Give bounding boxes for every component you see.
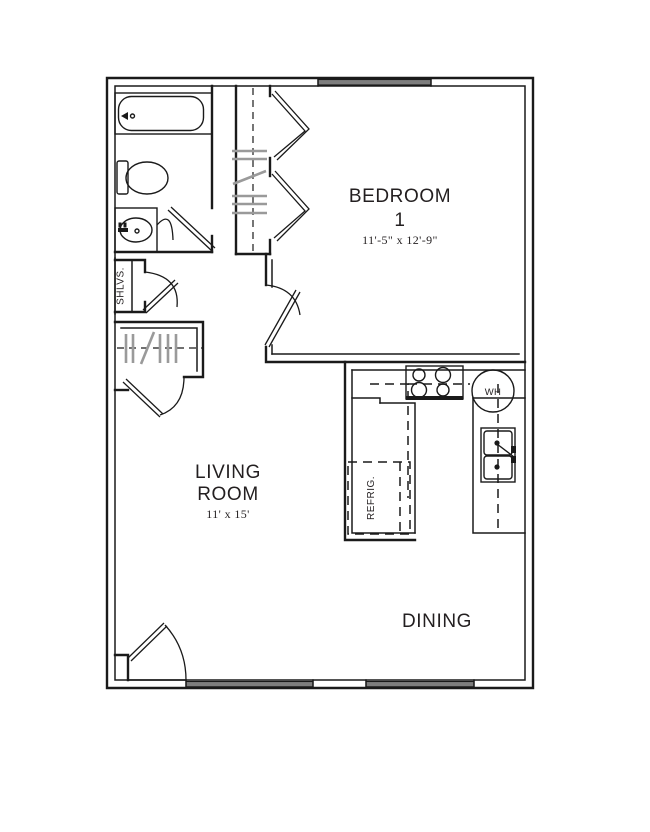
vanity-counter — [114, 207, 158, 253]
exterior-wall-outer — [105, 76, 535, 690]
burner-back-right — [434, 366, 452, 384]
bedroom-door-leaf — [264, 289, 297, 346]
bedroom-closet — [232, 84, 310, 256]
water-heater: WH — [471, 369, 515, 413]
vanity-sink — [114, 207, 158, 253]
kitchen-counter-return — [351, 397, 381, 404]
toilet-tank — [116, 160, 129, 195]
linen-closet-door-arc — [144, 271, 178, 308]
hanging-clothes-symbol — [124, 331, 178, 365]
entry-door-leaf — [127, 622, 165, 659]
living-room-dimensions: 11' x 15' — [206, 507, 249, 521]
coat-closet-door-arc — [159, 376, 185, 416]
bathtub-basin — [117, 95, 205, 132]
living-room-name-line2: ROOM — [197, 484, 259, 505]
coat-closet — [113, 320, 205, 418]
bedroom-south-wall — [264, 345, 527, 364]
bedroom-name: BEDROOM — [349, 186, 451, 207]
dining-name: DINING — [402, 611, 472, 632]
linen-closet: SHLVS. — [113, 258, 179, 314]
range-front-bar — [406, 396, 463, 400]
exterior-wall-inner — [114, 85, 526, 681]
bifold-upper-leaf — [271, 93, 306, 158]
bathtub — [114, 92, 213, 135]
bathroom — [113, 84, 216, 254]
bathroom-door-leaf-edge — [170, 206, 216, 249]
bedroom-dimensions: 11'-5" x 12'-9" — [362, 233, 438, 247]
entry-door-leaf-edge — [130, 625, 168, 662]
coat-closet-walls — [113, 320, 205, 379]
entry-door-arc — [164, 624, 187, 681]
bifold-upper-leaf-edge — [274, 90, 310, 161]
bathtub-drain — [129, 113, 136, 119]
bifold-lower-leaf-edge — [274, 170, 310, 242]
toilet — [116, 160, 169, 195]
vanity-drain — [134, 228, 140, 234]
coat-closet-door[interactable] — [122, 376, 185, 418]
south-wall-windows — [185, 679, 475, 689]
bedroom-window — [317, 77, 432, 87]
linen-closet-door[interactable] — [142, 271, 179, 314]
bedroom-hanging-clothes-symbol — [232, 149, 267, 215]
refrigerator: REFRIG. — [347, 461, 411, 535]
burner-back-left — [412, 368, 426, 382]
linen-closet-door-leaf-edge — [145, 282, 179, 314]
coat-closet-inner-wall — [120, 327, 198, 372]
bedroom-number: 1 — [394, 210, 405, 231]
window-glazing-living — [185, 680, 314, 688]
entry-door[interactable] — [113, 622, 187, 682]
bedroom-walls — [264, 252, 527, 364]
bedroom-door-arc — [265, 284, 301, 316]
sink-outline — [480, 427, 516, 483]
living-room-name-line1: LIVING — [195, 462, 261, 483]
coat-closet-door-leaf-edge — [122, 381, 161, 418]
water-heater-label: WH — [485, 387, 501, 398]
linen-closet-door-leaf — [142, 279, 176, 311]
sink-handle-right — [511, 456, 516, 463]
bedroom-closet-bifold-upper[interactable] — [271, 90, 310, 161]
shelves-label: SHLVS. — [116, 267, 127, 305]
sink-basin-lower — [483, 455, 513, 480]
sink-basin-upper — [483, 430, 513, 456]
window-glazing-dining — [365, 680, 475, 688]
vanity-handle-left — [118, 222, 122, 228]
living-room-label-group: LIVING ROOM 11' x 15' — [195, 462, 261, 521]
entry-door-jamb — [113, 653, 130, 682]
refrigerator-label: REFRIG. — [366, 476, 377, 520]
burner-front-left — [410, 381, 428, 399]
bedroom-door[interactable] — [264, 284, 301, 348]
vanity-handle-right — [123, 222, 127, 228]
kitchen-peninsula-edge — [379, 402, 416, 534]
bathtub-faucet — [121, 112, 128, 120]
interior-wall-details — [114, 85, 213, 315]
kitchen-west-wall — [343, 360, 417, 542]
coat-closet-door-leaf — [125, 378, 164, 415]
sink-drain-lower — [494, 464, 500, 470]
kitchen-right-counter-edge — [472, 397, 526, 534]
vanity-faucet-spout — [118, 228, 128, 232]
sink-handle-left — [511, 446, 516, 453]
bedroom-label-group: BEDROOM 1 11'-5" x 12'-9" — [349, 186, 451, 247]
burner-front-right — [436, 383, 450, 397]
refrigerator-outline — [347, 461, 411, 535]
water-heater-circle — [471, 369, 515, 413]
linen-closet-south-wall — [113, 300, 147, 314]
kitchen-sink — [480, 427, 516, 483]
bedroom-door-leaf-edge — [268, 291, 301, 348]
bathroom-door-arc — [156, 218, 174, 241]
dining-label-group: DINING — [402, 611, 472, 632]
building-envelope — [105, 76, 535, 690]
bedroom-closet-bifold-lower[interactable] — [271, 170, 310, 242]
bathroom-door[interactable] — [156, 206, 216, 252]
kitchen: WH REFRIG. — [343, 360, 526, 542]
sink-faucet-spout — [496, 443, 515, 458]
kitchen-west-wall-inner — [351, 369, 416, 534]
bathroom-door-leaf — [167, 209, 213, 252]
window-glazing-north — [317, 78, 432, 86]
bifold-lower-leaf — [271, 173, 306, 239]
toilet-bowl — [125, 161, 169, 195]
range-cooktop — [405, 365, 464, 400]
